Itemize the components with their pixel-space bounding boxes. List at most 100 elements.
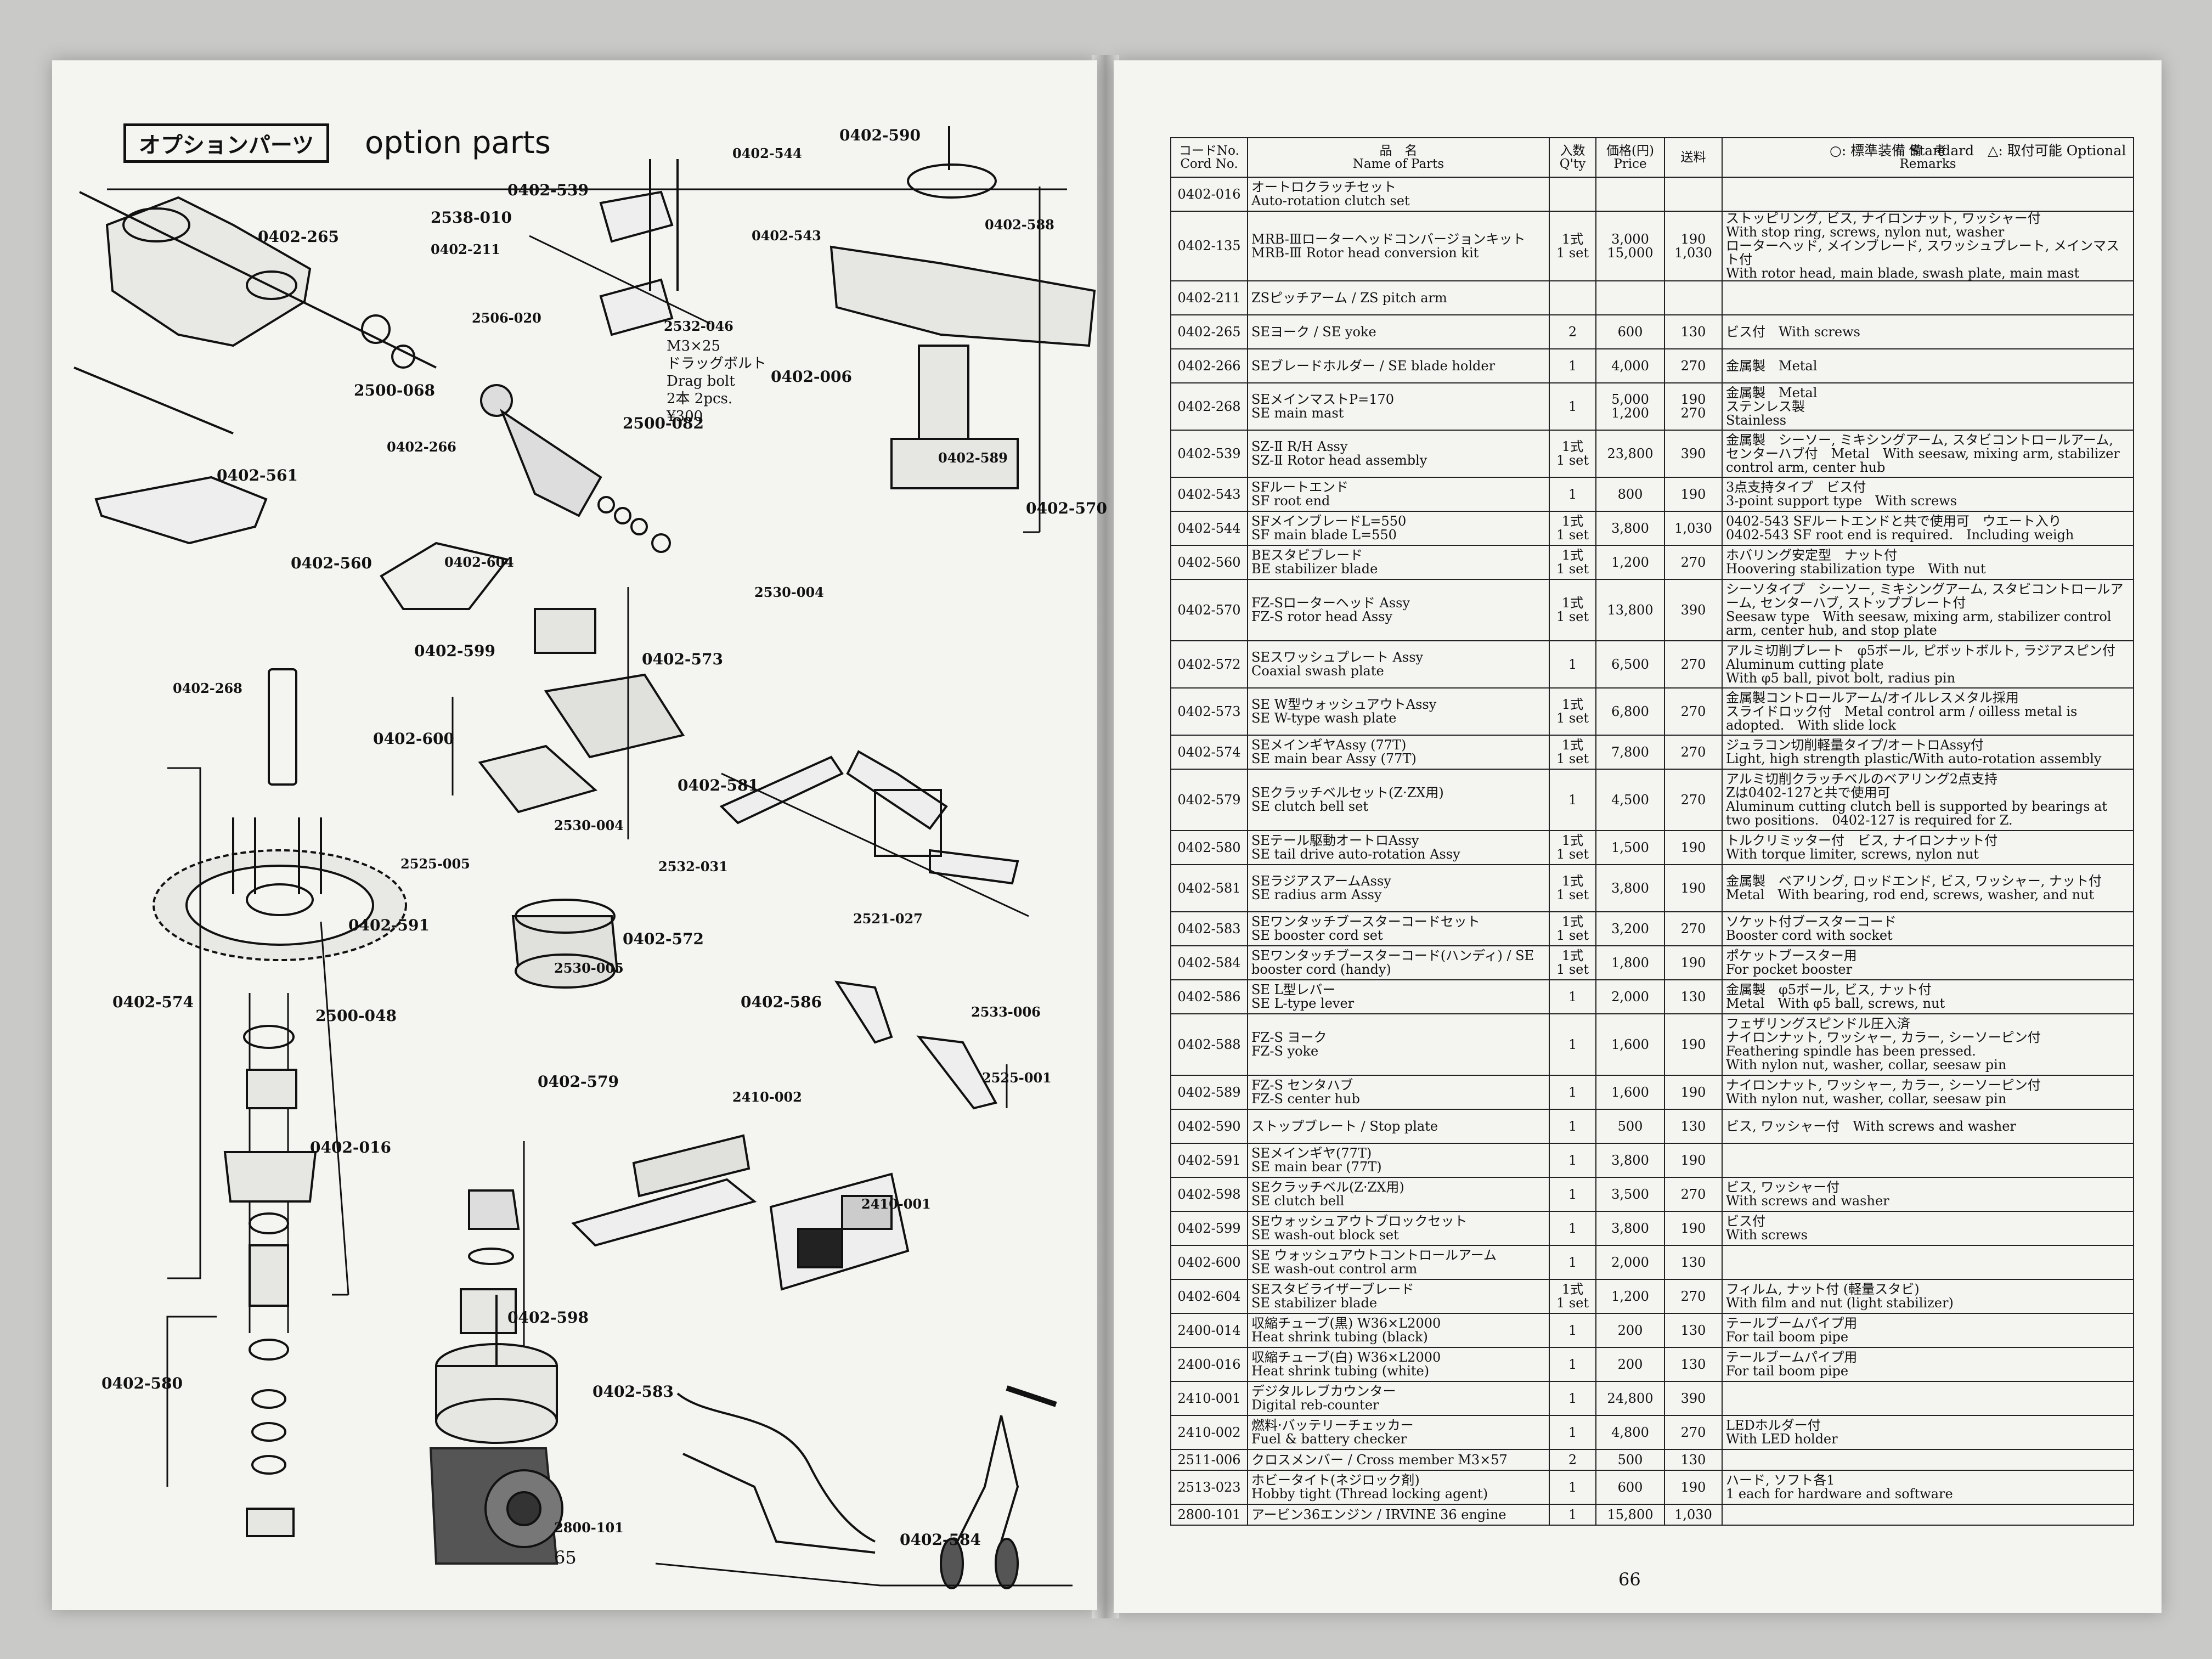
cell-remarks xyxy=(1722,1449,2134,1471)
cell-shipping: 190 xyxy=(1664,1470,1723,1505)
callout-0402-561: 0402-561 xyxy=(217,466,298,484)
cell-name: SEメインギヤ(77T) SE main bear (77T) xyxy=(1247,1143,1550,1178)
cell-qty: 1式 1 set xyxy=(1549,1279,1596,1314)
cell-shipping: 130 xyxy=(1664,1449,1723,1471)
cell-price: 4,800 xyxy=(1595,1415,1665,1450)
cell-qty: 1 xyxy=(1549,1177,1596,1212)
cell-name: BEスタビブレード BE stabilizer blade xyxy=(1247,545,1550,580)
cell-shipping: 190 xyxy=(1664,1211,1723,1246)
callout-0402-599: 0402-599 xyxy=(414,642,495,660)
cell-name: SEクラッチベルセット(Z·ZX用) SE clutch bell set xyxy=(1247,769,1550,831)
cell-qty: 1 xyxy=(1549,1381,1596,1416)
cell-qty: 1 xyxy=(1549,1470,1596,1505)
cell-name: SEラジアスアームAssy SE radius arm Assy xyxy=(1247,864,1550,912)
callout-2532-046: 2532-046 xyxy=(664,318,733,334)
cell-qty: 1式 1 set xyxy=(1549,911,1596,946)
cell-code: 0402-265 xyxy=(1170,314,1248,349)
cell-code: 0402-572 xyxy=(1170,640,1248,689)
cell-shipping: 390 xyxy=(1664,579,1723,641)
cell-code: 0402-266 xyxy=(1170,348,1248,383)
cell-code: 2410-002 xyxy=(1170,1415,1248,1450)
cell-shipping: 190 xyxy=(1664,830,1723,865)
cell-name: SEスタビライザーブレード SE stabilizer blade xyxy=(1247,1279,1550,1314)
cell-name: SFメインブレードL=550 SF main blade L=550 xyxy=(1247,511,1550,546)
cell-price: 3,800 xyxy=(1595,1211,1665,1246)
callout-2538-010: 2538-010 xyxy=(431,208,512,227)
cell-name: MRB-Ⅲローターヘッドコンバージョンキット MRB-Ⅲ Rotor head … xyxy=(1247,211,1550,281)
cell-qty xyxy=(1549,280,1596,315)
cell-qty: 1 xyxy=(1549,1211,1596,1246)
cell-qty: 1式 1 set xyxy=(1549,830,1596,865)
callout-0402-560: 0402-560 xyxy=(291,554,372,572)
cell-code: 0402-211 xyxy=(1170,280,1248,315)
callout-0402-544: 0402-544 xyxy=(732,145,802,161)
callout-0402-543: 0402-543 xyxy=(752,228,821,244)
cell-code: 0402-588 xyxy=(1170,1013,1248,1076)
cell-shipping: 190 xyxy=(1664,1143,1723,1178)
callout-0402-006: 0402-006 xyxy=(771,368,852,386)
callout-0402-604: 0402-604 xyxy=(444,554,514,570)
callout-0402-572: 0402-572 xyxy=(623,930,704,948)
cell-price: 3,800 xyxy=(1595,1143,1665,1178)
cell-price: 500 xyxy=(1595,1109,1665,1144)
cell-shipping: 390 xyxy=(1664,430,1723,478)
cell-qty: 1式 1 set xyxy=(1549,545,1596,580)
cell-price: 1,200 xyxy=(1595,1279,1665,1314)
cell-remarks: ビス付 With screws xyxy=(1722,314,2134,349)
cell-name: デジタルレブカウンター Digital reb-counter xyxy=(1247,1381,1550,1416)
cell-name: SEスワッシュプレート Assy Coaxial swash plate xyxy=(1247,640,1550,689)
cell-code: 0402-598 xyxy=(1170,1177,1248,1212)
cell-remarks: ビス付 With screws xyxy=(1722,1211,2134,1246)
cell-remarks xyxy=(1722,1381,2134,1416)
cell-qty: 2 xyxy=(1549,1449,1596,1471)
cell-qty: 1 xyxy=(1549,348,1596,383)
callout-2506-020: 2506-020 xyxy=(472,310,541,326)
cell-remarks: ビス, ワッシャー付 With screws and washer xyxy=(1722,1177,2134,1212)
cell-code: 0402-560 xyxy=(1170,545,1248,580)
left-page: オプションパーツ option parts xyxy=(52,60,1107,1610)
cell-qty: 1式 1 set xyxy=(1549,511,1596,546)
cell-remarks xyxy=(1722,1504,2134,1526)
callout-0402-574: 0402-574 xyxy=(112,993,194,1011)
cell-remarks: 金属製 Metal ステンレス製 Stainless xyxy=(1722,382,2134,431)
cell-shipping: 190 xyxy=(1664,1013,1723,1076)
cell-name: SEテール駆動オートロAssy SE tail drive auto-rotat… xyxy=(1247,830,1550,865)
cell-name: 収縮チューブ(白) W36×L2000 Heat shrink tubing (… xyxy=(1247,1347,1550,1382)
cell-price: 3,800 xyxy=(1595,864,1665,912)
callout-0402-584: 0402-584 xyxy=(900,1531,981,1549)
cell-name: SEワンタッチブースターコード(ハンディ) / SE booster cord … xyxy=(1247,945,1550,980)
cell-qty: 1 xyxy=(1549,769,1596,831)
cell-qty: 1 xyxy=(1549,1143,1596,1178)
cell-shipping: 190 270 xyxy=(1664,382,1723,431)
cell-price: 3,000 15,000 xyxy=(1595,211,1665,281)
cell-name: SE ウォッシュアウトコントロールアーム SE wash-out control… xyxy=(1247,1245,1550,1280)
cell-remarks: 金属製コントロールアーム/オイルレスメタル採用 スライドロック付 Metal c… xyxy=(1722,687,2134,736)
cell-code: 0402-589 xyxy=(1170,1075,1248,1110)
callout-0402-573: 0402-573 xyxy=(642,650,723,668)
cell-shipping: 270 xyxy=(1664,911,1723,946)
cell-shipping: 130 xyxy=(1664,1109,1723,1144)
callout-2532-031: 2532-031 xyxy=(658,859,728,874)
cell-shipping: 270 xyxy=(1664,545,1723,580)
callout-2525-005: 2525-005 xyxy=(400,856,470,872)
cell-remarks: 3点支持タイプ ビス付 3-point support type With sc… xyxy=(1722,477,2134,512)
header-name: 品 名 Name of Parts xyxy=(1247,137,1550,178)
cell-price: 1,800 xyxy=(1595,945,1665,980)
cell-price xyxy=(1595,177,1665,212)
cell-price: 200 xyxy=(1595,1313,1665,1348)
cell-code: 2511-006 xyxy=(1170,1449,1248,1471)
callout-2530-004-b: 2530-004 xyxy=(554,817,624,833)
page-number-left: 65 xyxy=(554,1547,577,1568)
cell-qty: 1 xyxy=(1549,1075,1596,1110)
cell-remarks: テールブームパイプ用 For tail boom pipe xyxy=(1722,1313,2134,1348)
cell-shipping: 130 xyxy=(1664,1313,1723,1348)
parts-table: コードNo. Cord No. 品 名 Name of Parts 入数 Q't… xyxy=(1170,137,2134,1526)
